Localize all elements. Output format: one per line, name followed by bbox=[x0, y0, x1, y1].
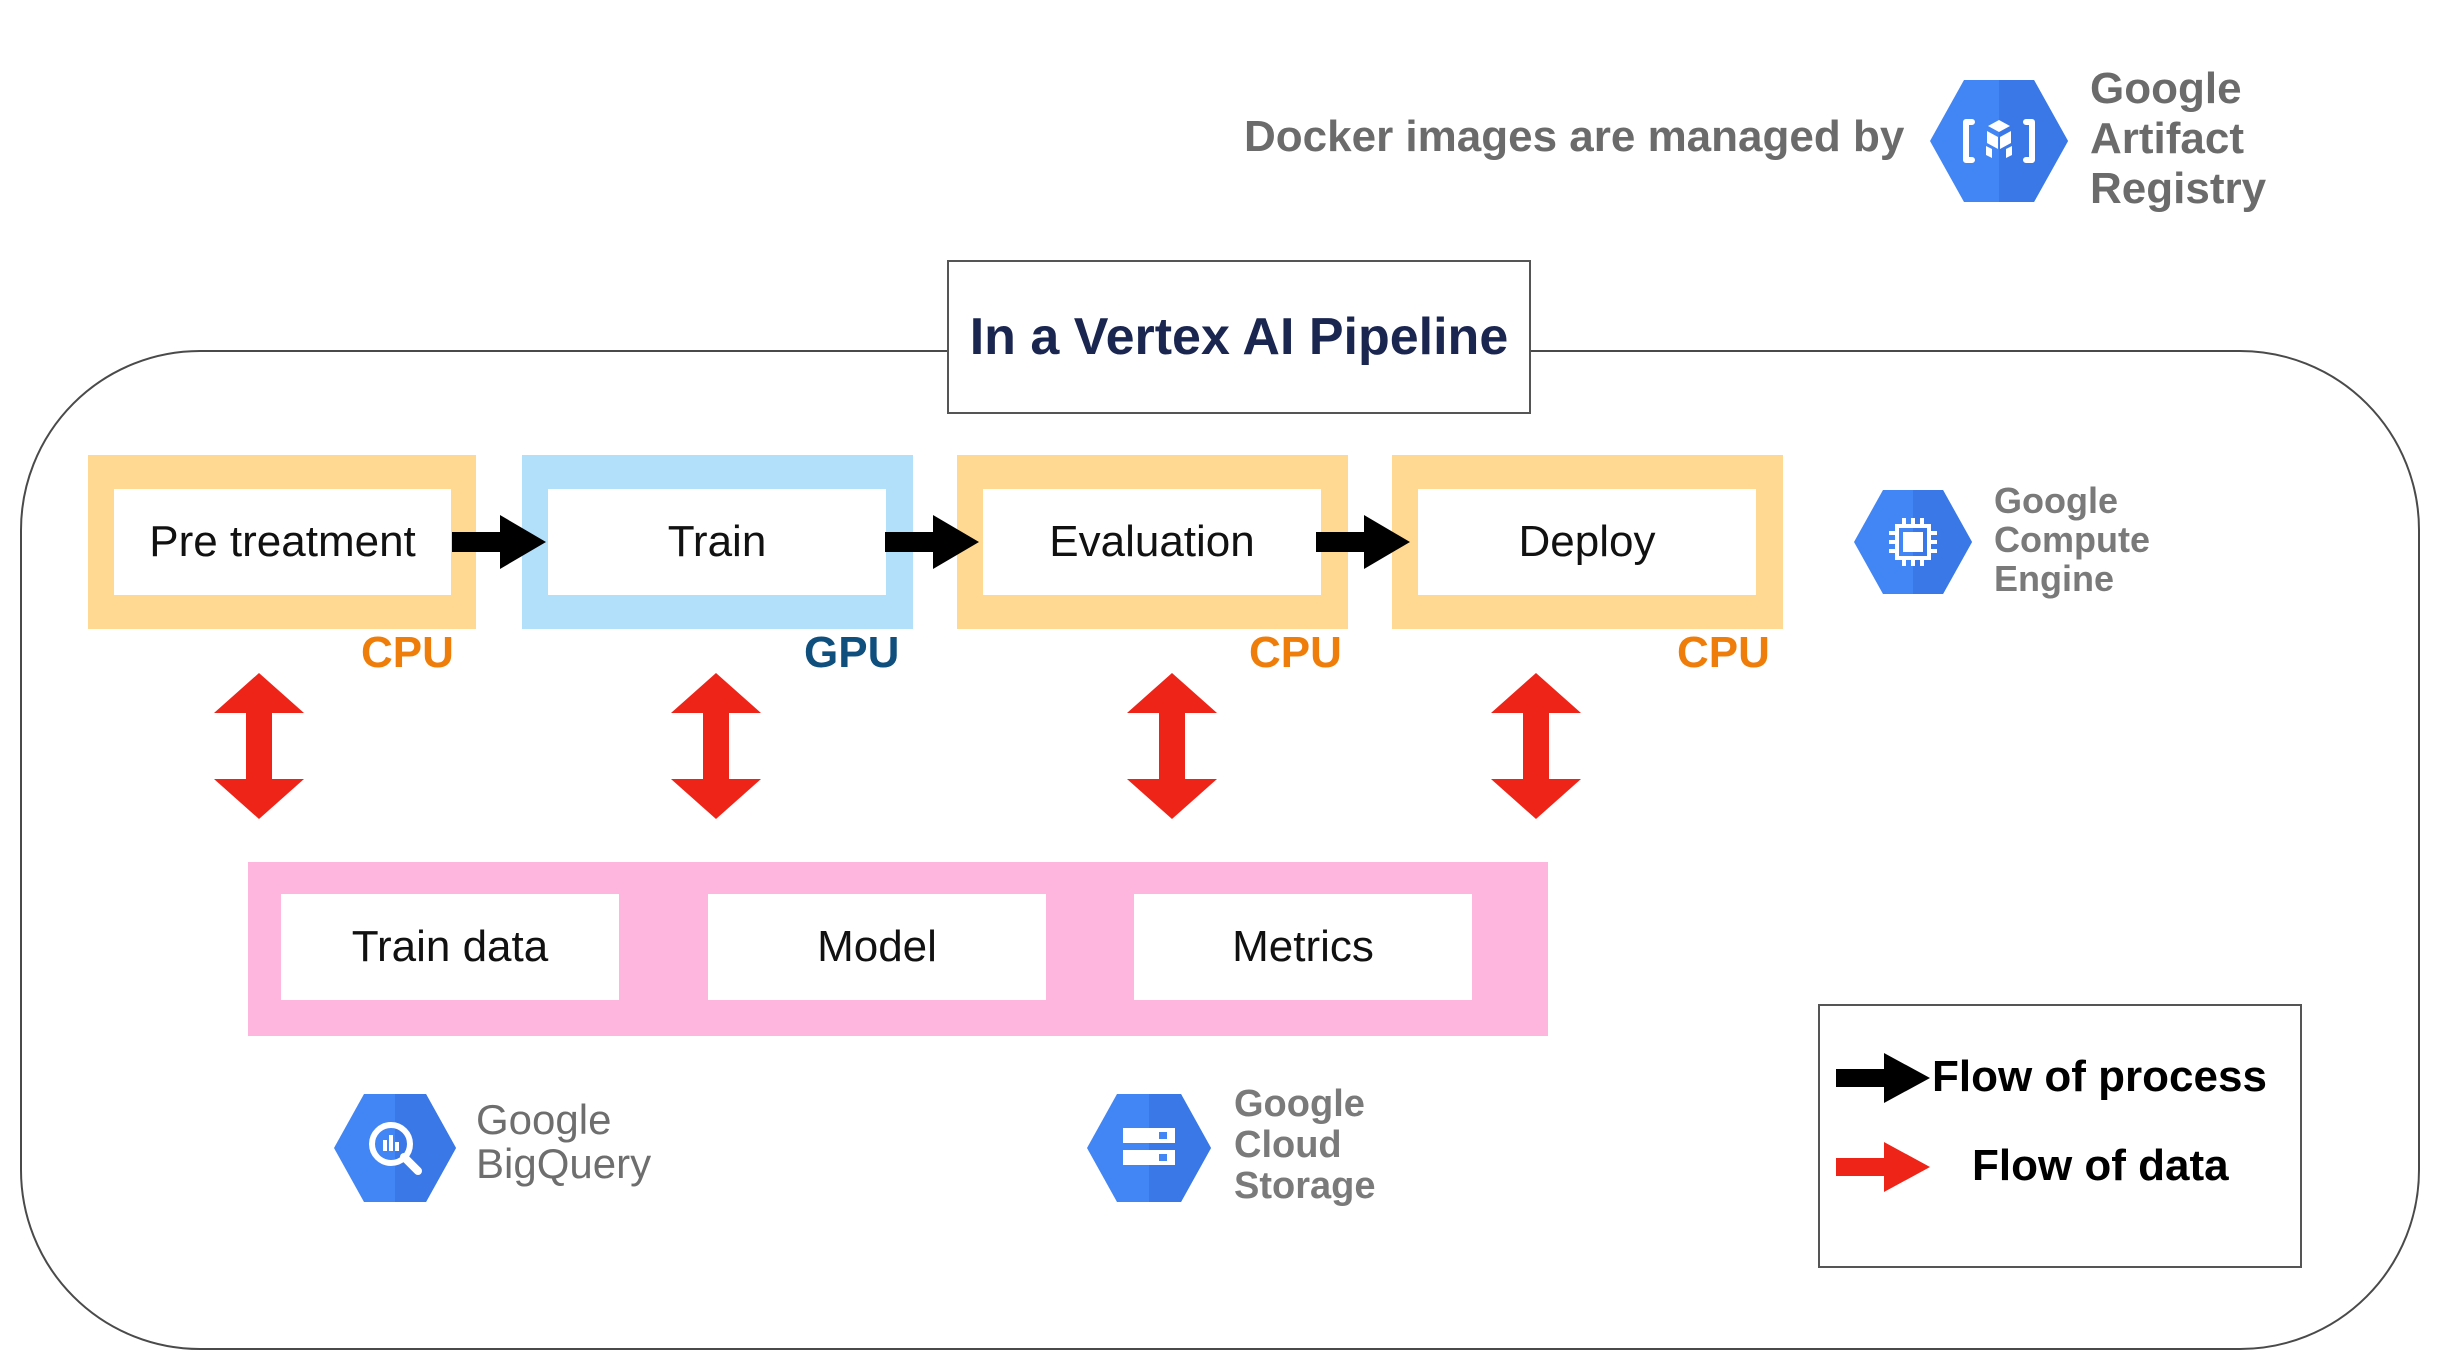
compute-engine-line2: Compute bbox=[1994, 518, 2150, 560]
pipeline-title-text: In a Vertex AI Pipeline bbox=[969, 308, 1509, 366]
compute-engine-line1: Google bbox=[1994, 480, 2118, 521]
processor-tag-deploy: CPU bbox=[1677, 628, 1770, 677]
data-arrow-pre-treatment bbox=[214, 673, 304, 819]
bigquery-icon bbox=[332, 1092, 458, 1204]
artifact-registry-line2: Artifact bbox=[2090, 114, 2245, 164]
artifact-registry-icon bbox=[1928, 76, 2070, 206]
data-arrow-train bbox=[671, 673, 761, 819]
step-deploy-box: Deploy bbox=[1418, 489, 1756, 595]
data-arrow-evaluation bbox=[1127, 673, 1217, 819]
artifact-registry-line3: Registry bbox=[2090, 164, 2267, 214]
bigquery-line2: BigQuery bbox=[476, 1140, 652, 1188]
step-deploy-label: Deploy bbox=[1518, 517, 1656, 566]
legend-data-text: Flow of data bbox=[1972, 1141, 2229, 1190]
storage-model-label: Model bbox=[817, 922, 937, 971]
legend bbox=[1818, 1004, 2302, 1268]
step-evaluation-box: Evaluation bbox=[983, 489, 1321, 595]
cloud-storage-line1: Google bbox=[1234, 1083, 1365, 1125]
cloud-storage-line2: Cloud bbox=[1234, 1124, 1342, 1167]
step-train-box: Train bbox=[548, 489, 886, 595]
bigquery-line1: Google bbox=[476, 1096, 612, 1143]
artifact-registry-line1: Google bbox=[2090, 64, 2242, 113]
storage-model: Model bbox=[708, 894, 1046, 1000]
bigquery-label: Google BigQuery bbox=[476, 1096, 652, 1188]
legend-process-text: Flow of process bbox=[1932, 1052, 2267, 1101]
processor-tag-train: GPU bbox=[804, 628, 900, 677]
cloud-storage-line3: Storage bbox=[1234, 1165, 1376, 1208]
step-evaluation-label: Evaluation bbox=[1049, 517, 1255, 566]
storage-metrics: Metrics bbox=[1134, 894, 1472, 1000]
processor-tag-pre-treatment: CPU bbox=[361, 628, 454, 677]
legend-process-arrow bbox=[1836, 1053, 1930, 1103]
cloud-storage-label: Google Cloud Storage bbox=[1234, 1083, 1376, 1208]
process-arrow-1 bbox=[452, 515, 546, 569]
managed-by-text: Docker images are managed by bbox=[1244, 112, 1905, 161]
storage-metrics-label: Metrics bbox=[1232, 922, 1374, 971]
step-pre-treatment-label: Pre treatment bbox=[149, 517, 416, 566]
legend-data-arrow bbox=[1836, 1142, 1930, 1192]
storage-train-data: Train data bbox=[281, 894, 619, 1000]
storage-train-data-label: Train data bbox=[351, 922, 549, 971]
process-arrow-2 bbox=[885, 515, 979, 569]
step-pre-treatment-box: Pre treatment bbox=[114, 489, 451, 595]
pipeline-title: In a Vertex AI Pipeline bbox=[947, 260, 1531, 414]
step-train-label: Train bbox=[667, 517, 767, 566]
compute-engine-line3: Engine bbox=[1994, 557, 2115, 599]
processor-tag-evaluation: CPU bbox=[1249, 628, 1342, 677]
process-arrow-3 bbox=[1316, 515, 1410, 569]
compute-engine-icon bbox=[1852, 488, 1974, 596]
data-arrow-deploy bbox=[1491, 673, 1581, 819]
compute-engine-label: Google Compute Engine bbox=[1994, 480, 2150, 599]
artifact-registry-label: Google Artifact Registry bbox=[2090, 64, 2266, 214]
cloud-storage-icon bbox=[1085, 1092, 1213, 1204]
